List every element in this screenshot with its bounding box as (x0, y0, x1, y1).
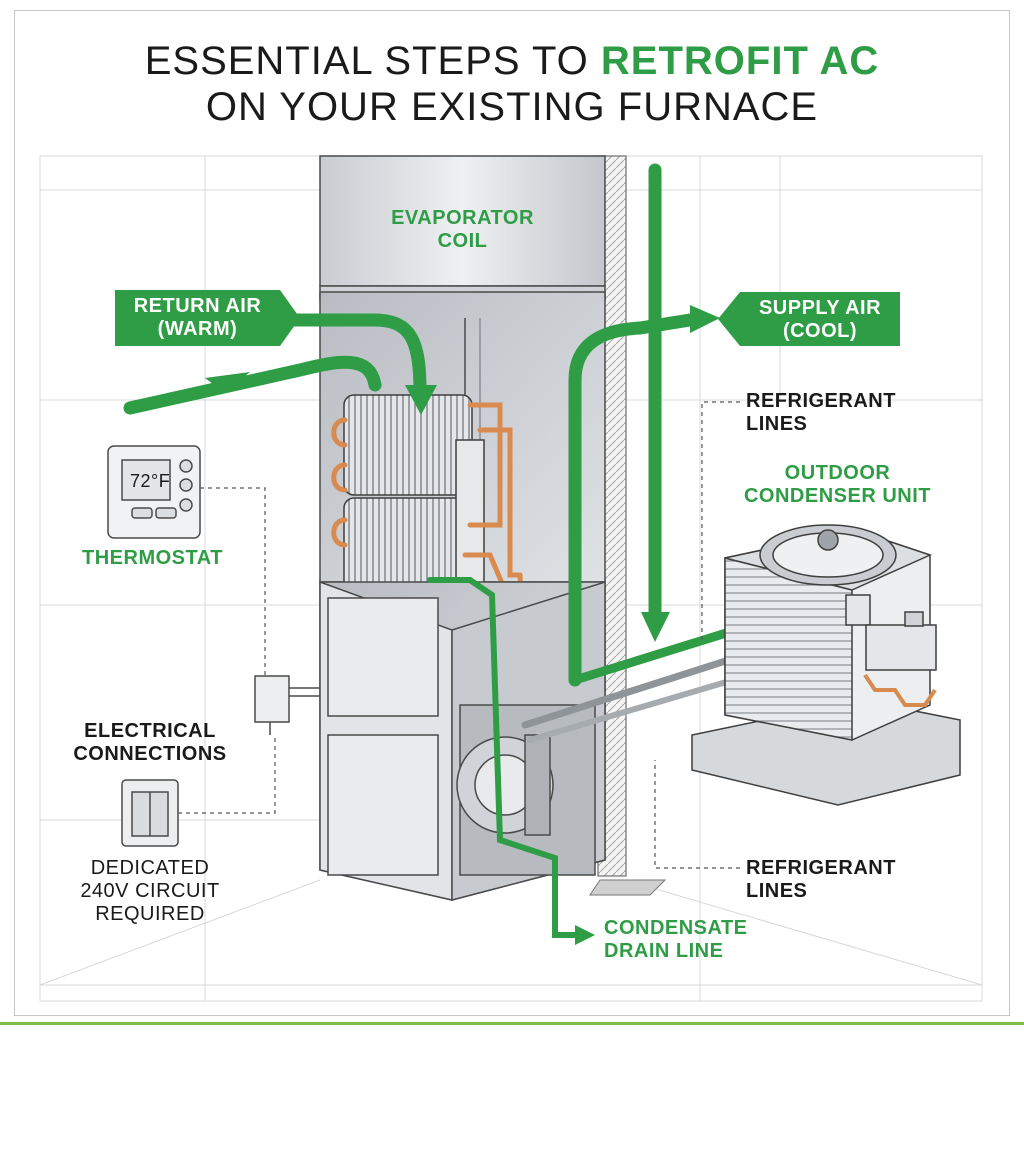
condensate-drain-line (427, 577, 581, 938)
outdoor-condenser-label-line2: CONDENSER UNIT (743, 485, 931, 507)
supply-air-label-line1: SUPPLY AIR (758, 297, 882, 319)
evaporator-coil-label-line1: EVAPORATOR (391, 207, 534, 229)
return-air-flag (115, 290, 300, 346)
dedicated-circuit-label: DEDICATED 240V CIRCUIT REQUIRED (60, 857, 240, 926)
outdoor-condenser (691, 524, 961, 806)
page-title-line2: ON YOUR EXISTING FURNACE (205, 85, 819, 129)
electrical-label-line1: ELECTRICAL (84, 720, 216, 742)
return-air-arrowhead (405, 385, 437, 415)
dedicated-circuit-line3: REQUIRED (95, 903, 205, 925)
furnace-cabinet (319, 580, 606, 901)
thermostat-display: 72°F (130, 471, 171, 491)
outdoor-condenser-label: OUTDOOR CONDENSER UNIT (730, 462, 945, 508)
refrigerant-lines-bottom-label: REFRIGERANT LINES (746, 857, 896, 903)
dedicated-circuit-line2: 240V CIRCUIT (80, 880, 220, 902)
bottom-divider (0, 1022, 1024, 1025)
outdoor-condenser-label-line1: OUTDOOR (784, 462, 891, 484)
electrical-connections-label: ELECTRICAL CONNECTIONS (60, 720, 240, 766)
leader-lines (178, 401, 740, 869)
thermostat-label: THERMOSTAT (82, 547, 223, 569)
refrigerant-lines-bottom-line1: REFRIGERANT (746, 857, 896, 879)
refrigerant-lines-bottom-line2: LINES (746, 880, 808, 902)
page-title: ESSENTIAL STEPS TO RETROFIT AC (0, 38, 1024, 84)
furnace-ac-illustration (39, 155, 983, 1002)
junction-box (254, 675, 320, 735)
condensate-label-line2: DRAIN LINE (604, 940, 724, 962)
return-air-path (123, 313, 427, 415)
condensate-drain-label: CONDENSATE DRAIN LINE (604, 917, 748, 963)
return-air-label: RETURN AIR (WARM) (115, 295, 280, 341)
return-air-label-line1: RETURN AIR (133, 295, 262, 317)
supply-air-arrowhead (690, 305, 720, 333)
breaker-panel (121, 779, 179, 847)
dedicated-circuit-line1: DEDICATED (90, 857, 210, 879)
thermostat-device (107, 445, 201, 539)
refrigerant-lines-top-label: REFRIGERANT LINES (746, 390, 896, 436)
evaporator-coil (343, 394, 485, 594)
supply-air-label-line2: (COOL) (782, 320, 858, 342)
title-prefix: ESSENTIAL STEPS TO (144, 39, 601, 83)
refrigerant-lines-top-line1: REFRIGERANT (746, 390, 896, 412)
evaporator-coil-label: EVAPORATOR COIL (370, 207, 555, 253)
title-accent: RETROFIT AC (600, 39, 880, 83)
return-air-label-line2: (WARM) (157, 318, 238, 340)
evaporator-coil-label-line2: COIL (437, 230, 488, 252)
refrigerant-lines-top-line2: LINES (746, 413, 808, 435)
condensate-label-line1: CONDENSATE (604, 917, 748, 939)
supply-air-flag (718, 292, 900, 346)
supply-air-label: SUPPLY AIR (COOL) (740, 297, 900, 343)
supply-air-path (568, 163, 697, 687)
electrical-label-line2: CONNECTIONS (73, 743, 227, 765)
